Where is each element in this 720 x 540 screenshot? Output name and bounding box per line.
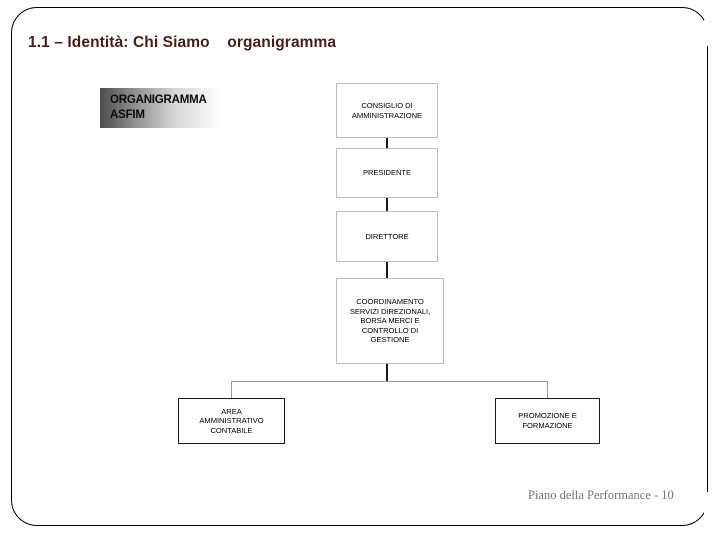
edge-presidente-to-direttore <box>386 198 388 211</box>
node-consiglio-di-amministrazione: CONSIGLIO DI AMMINISTRAZIONE <box>336 83 438 138</box>
node-label: PROMOZIONE E FORMAZIONE <box>518 411 577 430</box>
edge-direttore-to-coordinamento <box>386 262 388 278</box>
edge-coordinamento-stem <box>386 364 388 382</box>
edge-bus-to-promozione <box>547 381 549 398</box>
frame-gap-bottom-right <box>704 492 720 518</box>
frame-gap-top-right <box>704 20 720 46</box>
banner-line-1: ORGANIGRAMMA <box>110 94 207 106</box>
node-direttore: DIRETTORE <box>336 211 438 262</box>
edge-coordinamento-bus <box>231 381 548 383</box>
node-label: PRESIDENTE <box>362 168 412 178</box>
node-area-amministrativo-contabile: AREA AMMINISTRATIVO CONTABILE <box>178 398 285 444</box>
organigramma-banner: ORGANIGRAMMA ASFIM <box>100 88 222 128</box>
edge-cda-to-presidente <box>386 138 388 148</box>
node-label: CONSIGLIO DI AMMINISTRAZIONE <box>351 100 423 120</box>
node-label: COORDINAMENTO SERVIZI DIREZIONALI, BORSA… <box>349 297 431 345</box>
node-presidente: PRESIDENTE <box>336 148 438 198</box>
node-label: AREA AMMINISTRATIVO CONTABILE <box>199 406 264 435</box>
page-title: 1.1 – Identità: Chi Siamo organigramma <box>28 34 337 51</box>
banner-line-2: ASFIM <box>110 109 145 121</box>
edge-bus-to-area-amministrativo <box>231 381 233 398</box>
node-coordinamento-servizi-direzionali: COORDINAMENTO SERVIZI DIREZIONALI, BORSA… <box>336 278 444 364</box>
node-promozione-e-formazione: PROMOZIONE E FORMAZIONE <box>495 398 600 444</box>
node-label: DIRETTORE <box>365 231 409 241</box>
footer-text: Piano della Performance - 10 <box>528 488 674 502</box>
